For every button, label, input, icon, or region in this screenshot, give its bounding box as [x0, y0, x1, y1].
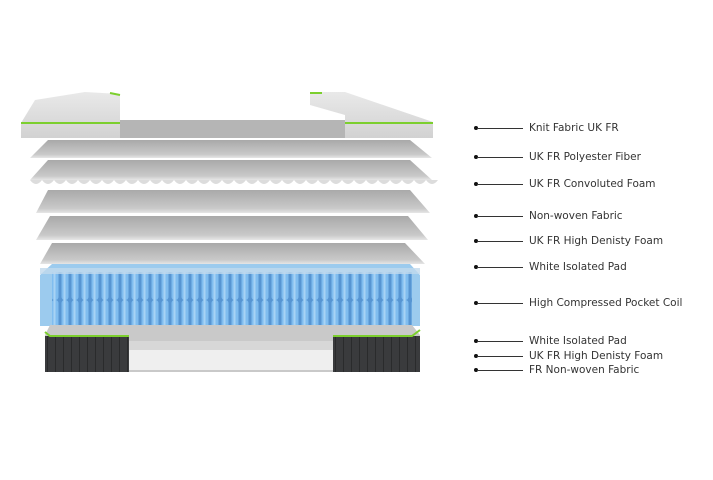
- layer-label-text: High Compressed Pocket Coil: [529, 297, 683, 309]
- layer-label: UK FR Polyester Fiber: [474, 150, 641, 164]
- layer-label: White Isolated Pad: [474, 260, 627, 274]
- leader-dot-icon: [474, 182, 478, 186]
- leader-line: [477, 215, 523, 217]
- leader-line: [477, 240, 523, 242]
- layer-label-text: FR Non-woven Fabric: [529, 364, 640, 376]
- leader-dot-icon: [474, 339, 478, 343]
- leader-line: [477, 127, 523, 129]
- layer-label: High Compressed Pocket Coil: [474, 296, 682, 310]
- layer-label-text: Knit Fabric UK FR: [529, 122, 619, 134]
- leader-line: [477, 302, 523, 304]
- layer-label-text: White Isolated Pad: [529, 261, 627, 273]
- leader-line: [477, 183, 523, 185]
- leader-line: [477, 355, 523, 357]
- layer-base: [44, 325, 421, 372]
- layer-label-text: UK FR High Denisty Foam: [529, 350, 664, 362]
- leader-line: [477, 340, 523, 342]
- layer-non-woven-fabric: [36, 190, 430, 213]
- layer-convoluted-foam: [30, 160, 438, 184]
- leader-dot-icon: [474, 239, 478, 243]
- leader-dot-icon: [474, 368, 478, 372]
- layer-knit-fabric: [21, 92, 433, 138]
- layer-label: FR Non-woven Fabric: [474, 363, 639, 377]
- leader-line: [477, 369, 523, 371]
- leader-dot-icon: [474, 301, 478, 305]
- layer-high-density-foam: [36, 216, 428, 240]
- layer-label-text: UK FR Convoluted Foam: [529, 178, 656, 190]
- layer-label-text: UK FR High Denisty Foam: [529, 235, 664, 247]
- leader-line: [477, 266, 523, 268]
- layer-label: UK FR High Denisty Foam: [474, 349, 663, 363]
- layer-polyester-fiber: [30, 140, 432, 158]
- layer-pocket-coil: [40, 264, 420, 326]
- leader-dot-icon: [474, 354, 478, 358]
- layer-label: UK FR High Denisty Foam: [474, 234, 663, 248]
- leader-dot-icon: [474, 126, 478, 130]
- layer-label: UK FR Convoluted Foam: [474, 177, 656, 191]
- leader-dot-icon: [474, 155, 478, 159]
- leader-dot-icon: [474, 214, 478, 218]
- layer-label: Knit Fabric UK FR: [474, 121, 619, 135]
- layer-label-text: Non-woven Fabric: [529, 210, 623, 222]
- layer-label: White Isolated Pad: [474, 334, 627, 348]
- leader-line: [477, 156, 523, 158]
- layer-white-isolated-pad: [40, 243, 425, 264]
- layer-label-text: White Isolated Pad: [529, 335, 627, 347]
- layer-label-text: UK FR Polyester Fiber: [529, 151, 641, 163]
- leader-dot-icon: [474, 265, 478, 269]
- layer-label: Non-woven Fabric: [474, 209, 623, 223]
